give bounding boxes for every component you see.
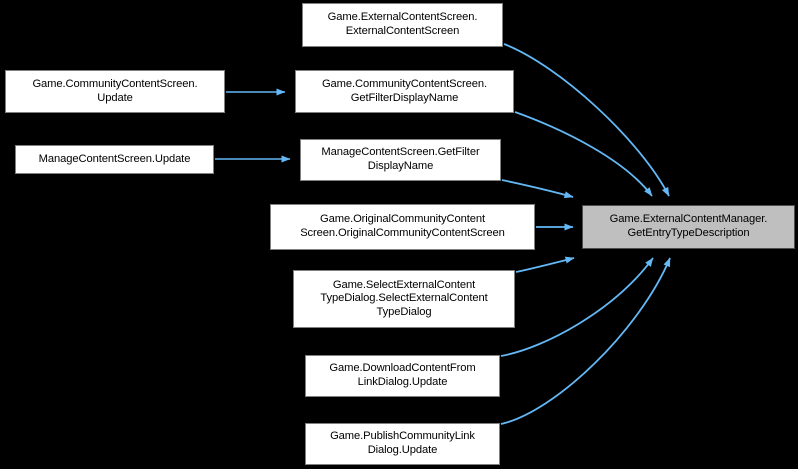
edge-selectexternal-to-target	[515, 256, 575, 273]
node-label: Game.ExternalContentScreen. ExternalCont…	[327, 11, 478, 37]
edge-community-getfilter-to-target	[514, 111, 653, 197]
edge-download-to-target	[500, 257, 654, 357]
node-manage-content-screen-update[interactable]: ManageContentScreen.Update	[15, 145, 214, 174]
node-publish-community-link-dialog-update[interactable]: Game.PublishCommunityLink Dialog.Update	[305, 423, 500, 465]
node-manage-content-screen-getfilterdisplayname[interactable]: ManageContentScreen.GetFilter DisplayNam…	[300, 139, 501, 181]
node-label: ManageContentScreen.Update	[38, 152, 191, 165]
edge-externalcontentscreen-to-target	[503, 43, 670, 197]
node-label: Game.CommunityContentScreen. GetFilterDi…	[321, 77, 488, 104]
node-label: Game.SelectExternalContent TypeDialog.Se…	[320, 278, 488, 318]
edge-publish-to-target	[500, 257, 671, 425]
node-original-community-content-screen-ctor[interactable]: Game.OriginalCommunityContent Screen.Ori…	[270, 204, 535, 250]
edge-manage-getfilter-to-target	[501, 179, 574, 199]
node-label: Game.DownloadContentFrom LinkDialog.Upda…	[329, 362, 476, 388]
node-community-content-screen-update[interactable]: Game.CommunityContentScreen. Update	[5, 70, 225, 113]
node-external-content-screen-ctor[interactable]: Game.ExternalContentScreen. ExternalCont…	[302, 3, 503, 47]
node-label: ManageContentScreen.GetFilter DisplayNam…	[321, 146, 480, 172]
node-label: Game.ExternalContentManager. GetEntryTyp…	[609, 213, 768, 239]
node-external-content-manager-getentrytypedescription[interactable]: Game.ExternalContentManager. GetEntryTyp…	[582, 205, 795, 249]
node-label: Game.OriginalCommunityContent Screen.Ori…	[300, 213, 505, 239]
node-select-external-content-type-dialog-ctor[interactable]: Game.SelectExternalContent TypeDialog.Se…	[293, 270, 515, 328]
node-label: Game.CommunityContentScreen. Update	[32, 77, 198, 104]
node-community-content-screen-getfilterdisplayname[interactable]: Game.CommunityContentScreen. GetFilterDi…	[295, 70, 514, 113]
node-label: Game.PublishCommunityLink Dialog.Update	[330, 430, 475, 456]
node-download-content-from-link-dialog-update[interactable]: Game.DownloadContentFrom LinkDialog.Upda…	[305, 355, 500, 397]
